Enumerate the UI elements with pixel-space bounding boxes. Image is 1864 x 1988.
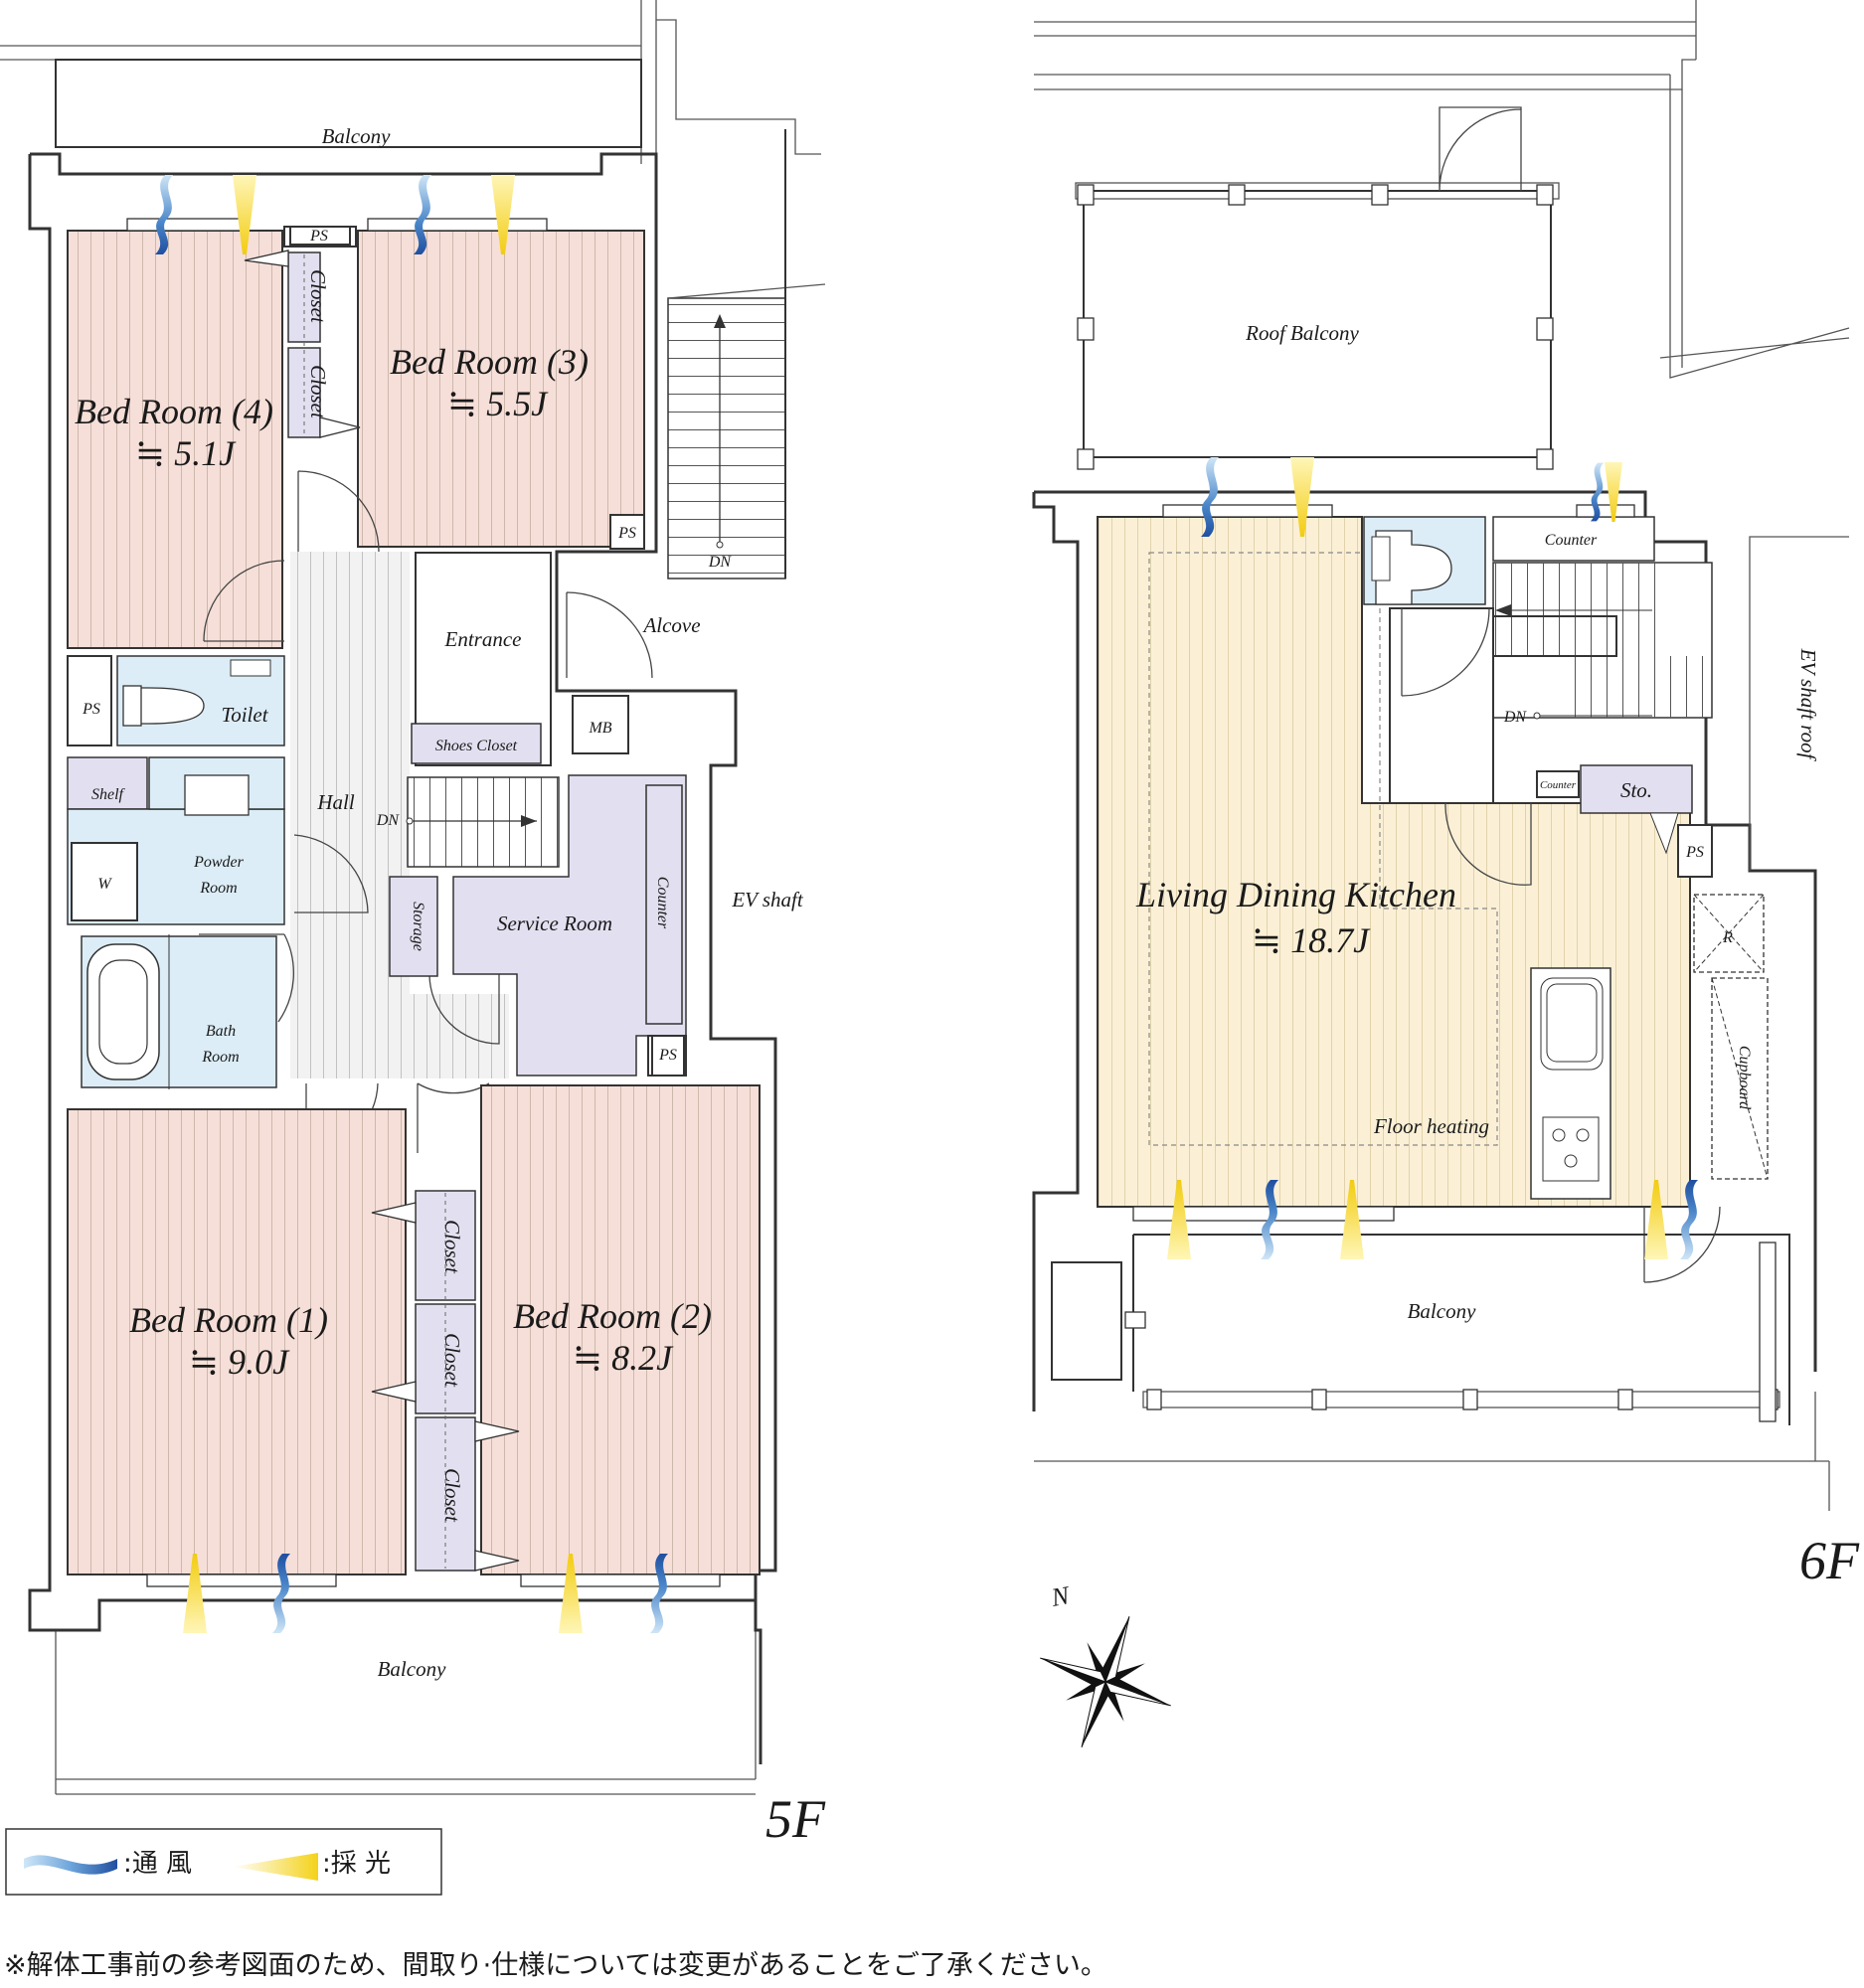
- ldk-label: Living Dining Kitchen: [1135, 875, 1456, 914]
- storage: [389, 876, 438, 977]
- disclaimer-note: ※解体工事前の参考図面のため、間取り·仕様については変更があることをご了承くださ…: [4, 1950, 1107, 1981]
- bedroom-2-label: Bed Room (2): [513, 1296, 712, 1336]
- bath-room-label-1: Bath: [206, 1023, 236, 1040]
- shelf-label: Shelf: [91, 786, 126, 803]
- dn-label-6f: DN: [1503, 709, 1528, 726]
- ev-shaft-roof-label: EV shaft roof: [1796, 648, 1820, 762]
- toilet-label: Toilet: [221, 703, 268, 727]
- storage-6f-label: Sto.: [1620, 778, 1652, 802]
- ventilation-swatch: [24, 1855, 117, 1875]
- washer-label: W: [97, 876, 112, 893]
- storage-6f: [1580, 764, 1693, 814]
- refrigerator: [1693, 894, 1765, 973]
- service-room: [452, 774, 687, 1077]
- bedroom-3-size: ≒ 5.5J: [447, 384, 549, 423]
- compass-north-label: N: [1048, 1580, 1073, 1612]
- closet-label-b: Closet: [306, 365, 330, 419]
- dn-label-hall: DN: [376, 812, 401, 829]
- stair-down: [407, 776, 560, 868]
- ps-label-toilet: PS: [82, 701, 100, 718]
- floor-6f-label: 6F: [1799, 1531, 1860, 1590]
- storage-label: Storage: [410, 902, 426, 951]
- ps-label-bed3: PS: [617, 525, 636, 542]
- shoes-closet: [411, 723, 542, 764]
- ev-shaft-label: EV shaft: [731, 888, 804, 911]
- ps-box-6f: [1677, 824, 1713, 878]
- floor-6f: Roof Balcony Counter DN Counter Sto. PS …: [1032, 0, 1860, 1590]
- balcony-6f-label: Balcony: [1408, 1299, 1476, 1323]
- bedroom-1-label: Bed Room (1): [129, 1300, 328, 1340]
- counter-top-label: Counter: [1545, 532, 1598, 549]
- alcove-label: Alcove: [641, 613, 700, 637]
- roof-balcony-label: Roof Balcony: [1245, 321, 1359, 345]
- floor-heating-label: Floor heating: [1373, 1114, 1489, 1138]
- bedroom-3-label: Bed Room (3): [390, 342, 589, 382]
- hall-label: Hall: [316, 790, 355, 814]
- refrigerator-label: R: [1722, 929, 1733, 946]
- meter-box: [572, 695, 629, 754]
- closet-label-c: Closet: [440, 1220, 464, 1274]
- entrance-label: Entrance: [444, 627, 522, 651]
- shoes-closet-label: Shoes Closet: [435, 738, 518, 754]
- mb-label: MB: [588, 720, 611, 737]
- ps-label-service: PS: [658, 1047, 677, 1064]
- bedroom-4-label: Bed Room (4): [75, 392, 273, 431]
- ldk-size: ≒ 18.7J: [1252, 920, 1371, 960]
- floor-5f: Balcony Bed Room (4) ≒ 5.1J Bed Room (3)…: [0, 0, 826, 1849]
- counter-top: [1492, 516, 1655, 562]
- bath-room-label-2: Room: [201, 1049, 239, 1066]
- legend-daylight: :採 光: [322, 1849, 391, 1879]
- counter-label: Counter: [654, 877, 671, 929]
- dn-label-stair: DN: [708, 554, 733, 571]
- ps-label-bed4-closet: PS: [309, 228, 328, 245]
- legend-ventilation: :通 風: [123, 1849, 192, 1879]
- service-room-label: Service Room: [497, 911, 612, 935]
- bedroom-1-size: ≒ 9.0J: [189, 1342, 290, 1382]
- ps-label-6f: PS: [1685, 844, 1704, 861]
- floor-5f-label: 5F: [765, 1789, 826, 1849]
- closet-label-e: Closet: [440, 1468, 464, 1523]
- counter-small-label: Counter: [1540, 779, 1577, 791]
- closet-label-a: Closet: [306, 269, 330, 324]
- counter: [645, 784, 683, 1025]
- cupboard: [1711, 977, 1769, 1180]
- balcony-south-label: Balcony: [378, 1657, 446, 1681]
- cupboard-label: Cupboard: [1736, 1046, 1753, 1110]
- powder-room-label-1: Powder: [193, 854, 245, 871]
- bedroom-4-size: ≒ 5.1J: [135, 433, 237, 473]
- compass: N: [1040, 1580, 1171, 1747]
- legend: :通 風 :採 光: [5, 1828, 442, 1896]
- powder-room-label-2: Room: [199, 880, 237, 897]
- closet-label-d: Closet: [440, 1333, 464, 1388]
- bedroom-2-size: ≒ 8.2J: [573, 1338, 674, 1378]
- balcony-north-label: Balcony: [322, 124, 391, 148]
- daylight-swatch: [233, 1853, 318, 1881]
